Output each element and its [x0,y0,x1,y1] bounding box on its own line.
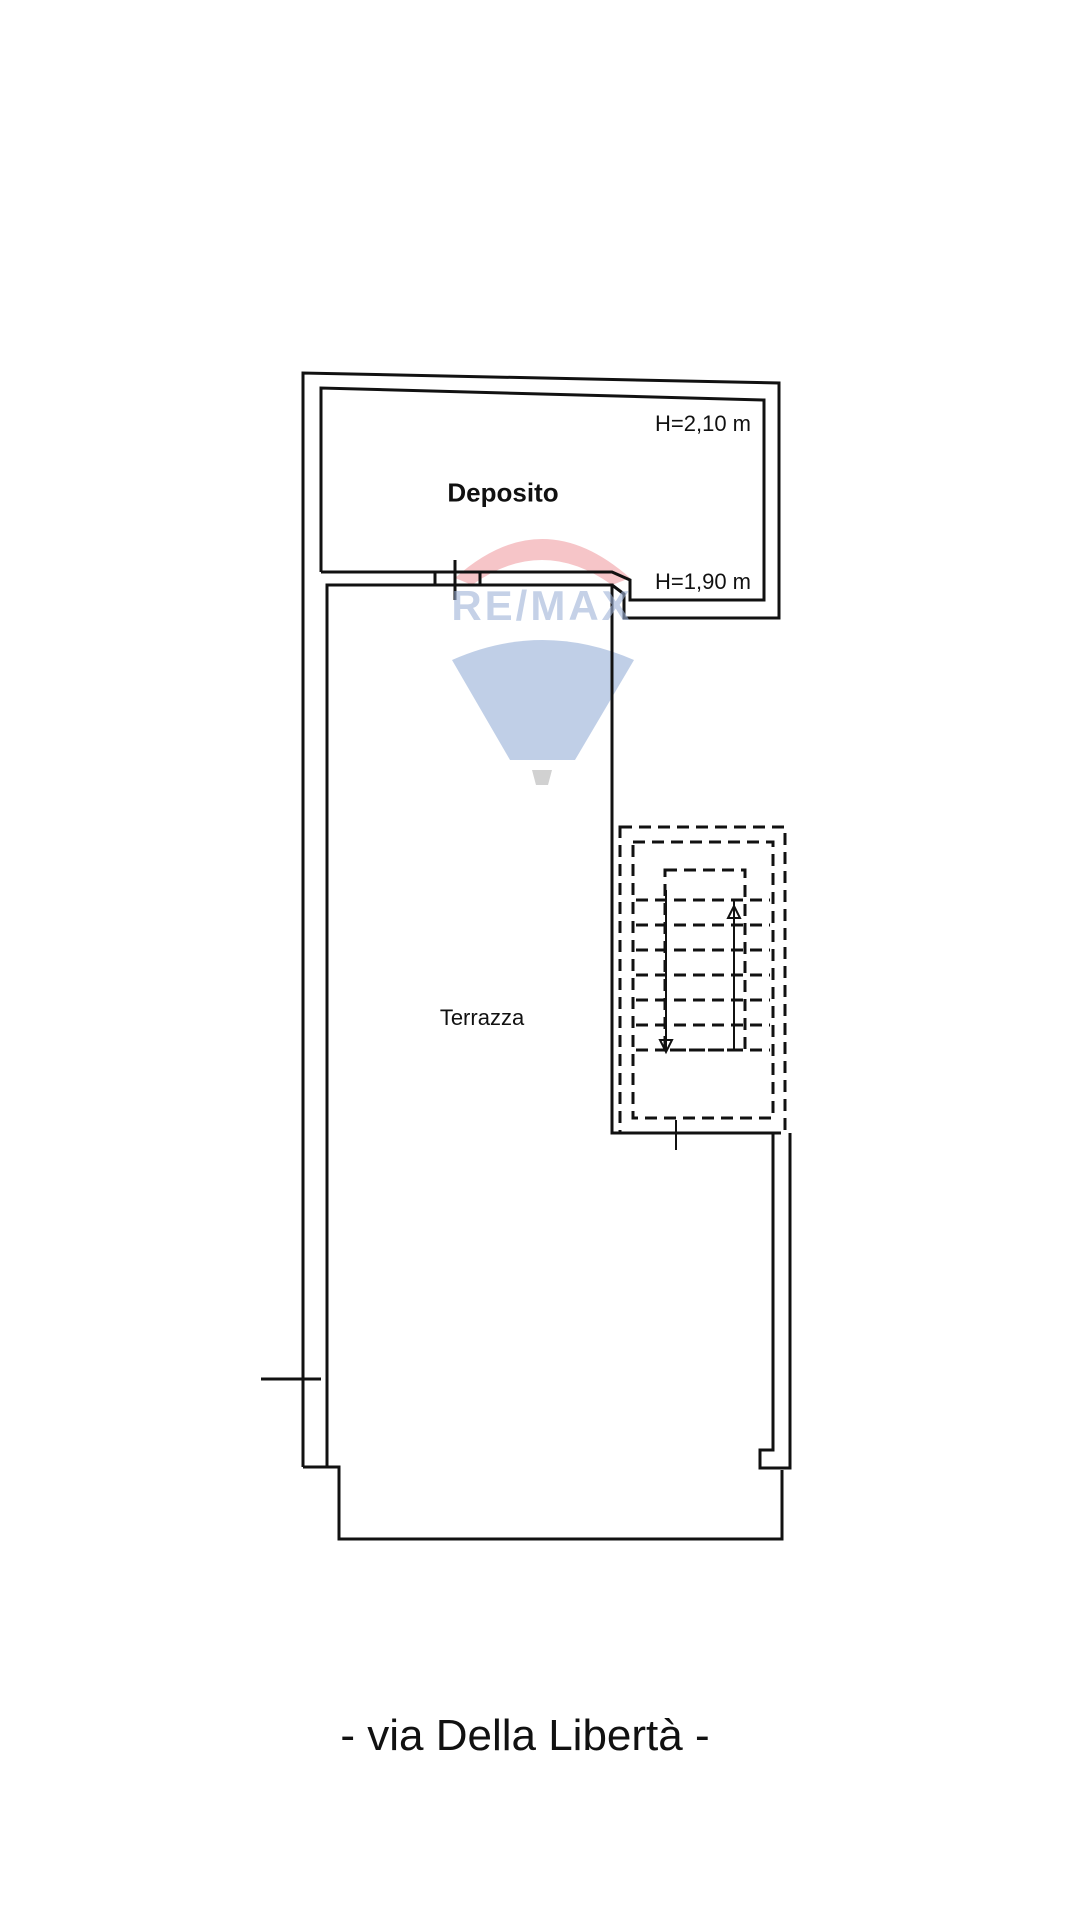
height-label-low: H=1,90 m [655,569,751,594]
remax-balloon-icon [452,539,634,785]
stair-arrows-icon [658,890,742,1150]
remax-watermark: RE/MAX [451,582,633,629]
height-label-deposito: H=2,10 m [655,411,751,436]
street-label: - via Della Libertà - [340,1711,710,1760]
walls [261,371,792,1541]
room-label-terrazza: Terrazza [439,1005,525,1030]
room-label-deposito: Deposito [447,477,559,508]
staircase [618,825,787,1135]
